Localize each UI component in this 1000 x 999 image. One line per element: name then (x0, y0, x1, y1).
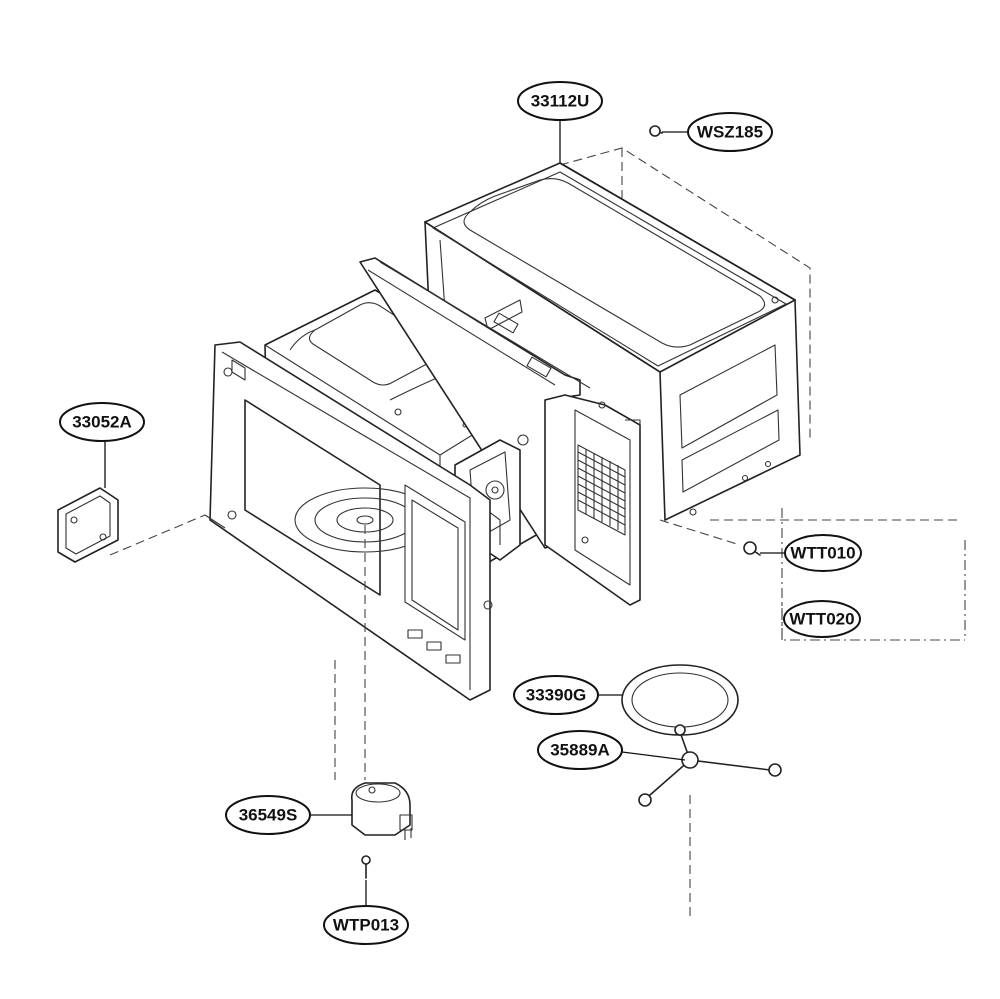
turntable-motor (350, 782, 413, 840)
callout-label-wsz185: WSZ185 (697, 123, 763, 142)
callout-label-33112u: 33112U (531, 92, 590, 111)
callout-33052a: 33052A (59, 402, 145, 442)
roller-support (638, 724, 782, 807)
outer-cabinet (424, 147, 960, 521)
callout-label-wtp013: WTP013 (333, 916, 399, 935)
callout-label-33390g: 33390G (526, 686, 587, 705)
control-side-frame (544, 394, 641, 606)
screw-wsz185 (649, 125, 663, 137)
callout-wtp013: WTP013 (323, 905, 409, 945)
turntable-tray (621, 664, 739, 736)
callout-wtt010: WTT010 (784, 534, 862, 572)
callout-leaders (104, 120, 790, 905)
screw-wtp013 (361, 855, 371, 879)
cover-plate-33052a (57, 487, 119, 563)
callout-33390g: 33390G (513, 675, 599, 715)
callout-wsz185: WSZ185 (687, 112, 773, 152)
callout-label-wtt020: WTT020 (789, 610, 854, 629)
callout-label-36549s: 36549S (239, 806, 298, 825)
callout-wtt020: WTT020 (783, 600, 861, 638)
callout-label-33052a: 33052A (72, 413, 132, 432)
callout-35889a: 35889A (537, 730, 623, 770)
assembly-guides (109, 508, 966, 920)
screw-wtt010 (743, 541, 761, 556)
callout-36549s: 36549S (225, 795, 311, 835)
callout-label-35889a: 35889A (550, 741, 610, 760)
callout-33112u: 33112U (517, 81, 603, 121)
callout-label-wtt010: WTT010 (790, 544, 855, 563)
vent-grille (577, 444, 626, 536)
front-frame (204, 341, 493, 701)
